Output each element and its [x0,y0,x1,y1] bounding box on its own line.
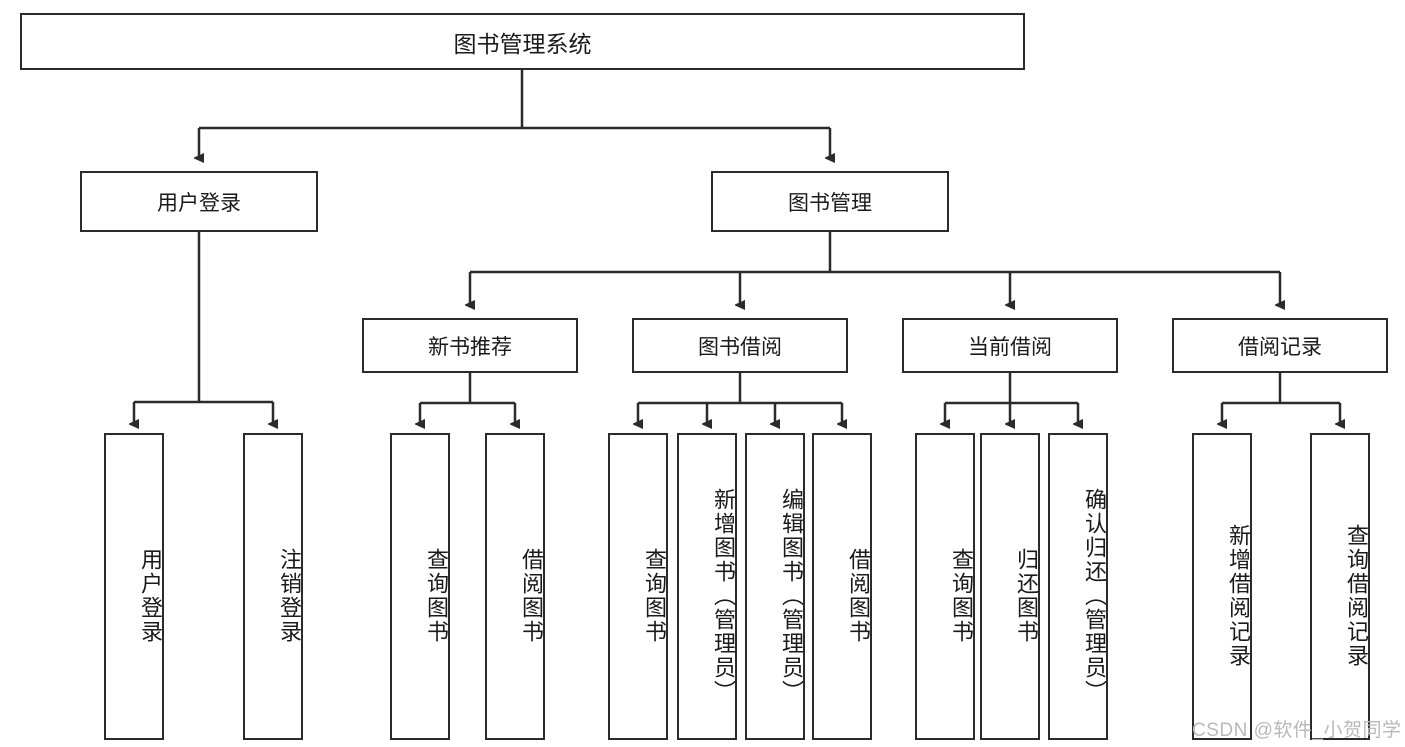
leaf-record-add[interactable]: 新增借阅记录 [1192,433,1252,740]
leaf-current-query-book[interactable]: 查询图书 [915,433,975,740]
node-book-management[interactable]: 图书管理 [711,171,949,232]
node-borrow-record[interactable]: 借阅记录 [1172,318,1388,373]
leaf-label: 借阅图书 [846,547,871,644]
leaf-new-book-query[interactable]: 查询图书 [390,433,450,740]
leaf-label: 注销登录 [277,547,302,644]
node-label: 借阅记录 [1238,335,1322,359]
leaf-user-login-logout[interactable]: 注销登录 [243,433,303,740]
node-root-system[interactable]: 图书管理系统 [20,13,1025,70]
leaf-label: 编辑图书（管理员） [779,487,804,704]
leaf-label: 借阅图书 [519,547,544,644]
node-label: 用户登录 [157,191,241,215]
leaf-borrow-add-book-admin[interactable]: 新增图书（管理员） [677,433,737,740]
leaf-current-confirm-return-admin[interactable]: 确认归还（管理员） [1048,433,1108,740]
leaf-label: 用户登录 [138,547,163,644]
node-label: 当前借阅 [968,335,1052,359]
leaf-label: 新增图书（管理员） [711,487,736,704]
leaf-label: 确认归还（管理员） [1082,487,1107,704]
leaf-label: 查询借阅记录 [1344,523,1369,668]
node-label: 图书管理 [788,191,872,215]
leaf-borrow-borrow-book[interactable]: 借阅图书 [812,433,872,740]
leaf-label: 查询图书 [949,547,974,644]
node-book-borrow[interactable]: 图书借阅 [632,318,848,373]
leaf-user-login-login[interactable]: 用户登录 [104,433,164,740]
leaf-label: 查询图书 [424,547,449,644]
leaf-borrow-query-book[interactable]: 查询图书 [608,433,668,740]
node-label: 图书借阅 [698,335,782,359]
csdn-watermark: CSDN @软件_小贺同学 [1192,720,1402,741]
leaf-label: 查询图书 [642,547,667,644]
node-new-book-recommend[interactable]: 新书推荐 [362,318,578,373]
leaf-new-book-borrow[interactable]: 借阅图书 [485,433,545,740]
leaf-current-return-book[interactable]: 归还图书 [980,433,1040,740]
leaf-label: 归还图书 [1014,547,1039,644]
leaf-record-query[interactable]: 查询借阅记录 [1310,433,1370,740]
node-label: 图书管理系统 [453,30,592,57]
node-label: 新书推荐 [428,335,512,359]
leaf-borrow-edit-book-admin[interactable]: 编辑图书（管理员） [745,433,805,740]
node-current-borrow[interactable]: 当前借阅 [902,318,1118,373]
node-user-login[interactable]: 用户登录 [80,171,318,232]
leaf-label: 新增借阅记录 [1226,523,1251,668]
